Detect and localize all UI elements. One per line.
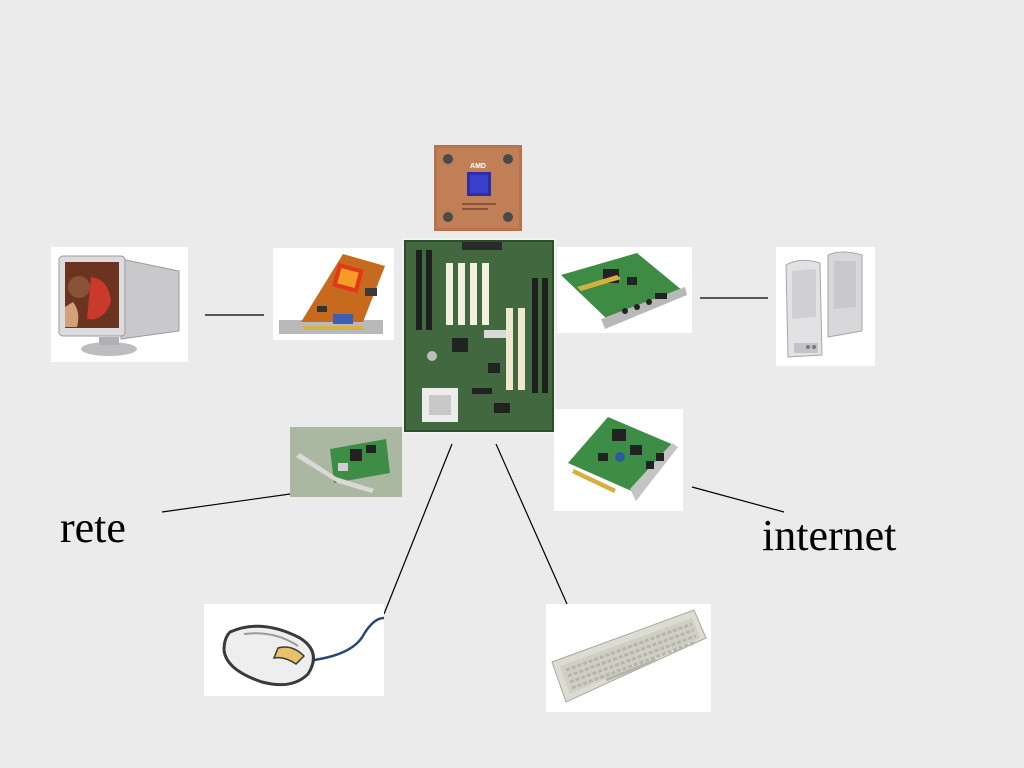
crt-monitor-icon	[51, 247, 188, 362]
keyboard-icon	[546, 604, 711, 712]
mouse-image	[204, 604, 384, 696]
label-rete: rete	[60, 503, 126, 552]
motherboard-image	[402, 238, 556, 434]
speakers-icon	[776, 247, 875, 366]
modem-card-icon	[554, 409, 683, 511]
graphics-card-icon	[273, 248, 394, 340]
sound-card-icon	[557, 247, 692, 333]
sound-card-image	[557, 247, 692, 333]
mouse-icon	[204, 604, 384, 696]
monitor-image	[51, 247, 188, 362]
connector-rete-network	[161, 493, 291, 513]
cpu-image: AMD	[434, 145, 522, 231]
speakers-image	[776, 247, 875, 366]
keyboard-image	[546, 604, 711, 712]
motherboard-icon	[402, 238, 556, 434]
connector-modem-internet	[691, 486, 785, 513]
network-card-icon	[290, 427, 402, 497]
cpu-icon: AMD	[434, 145, 522, 231]
network-card-image	[290, 427, 402, 497]
video-card-image	[273, 248, 394, 340]
modem-card-image	[554, 409, 683, 511]
cpu-brand-text: AMD	[470, 163, 486, 170]
label-internet: internet	[762, 511, 897, 560]
